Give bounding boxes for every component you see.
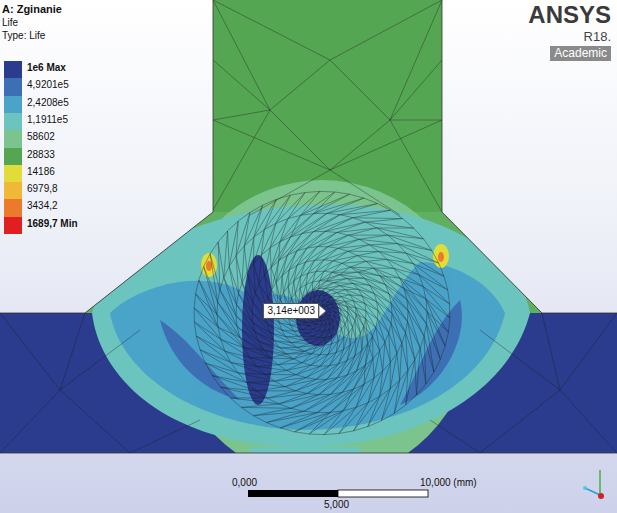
color-swatch	[4, 217, 22, 235]
result-type: Type: Life	[2, 30, 45, 42]
color-swatch	[4, 199, 22, 217]
legend-value: 4,9201e5	[27, 79, 69, 91]
color-swatch	[4, 130, 22, 148]
legend-value: 28833	[27, 149, 55, 161]
result-title: A: Zginanie	[2, 3, 62, 15]
legend-value: 3434,2	[27, 200, 58, 212]
color-swatch	[4, 113, 22, 131]
legend-value: 1,1911e5	[27, 114, 68, 126]
legend-value: 1689,7 Min	[27, 218, 78, 230]
legend-value: 1e6 Max	[27, 62, 66, 74]
color-swatch	[4, 165, 22, 183]
legend-value: 58602	[27, 131, 55, 143]
mesh-ring	[194, 191, 450, 434]
legend-value: 6979,8	[27, 183, 58, 195]
mesh-ring	[252, 247, 392, 380]
mesh-ring	[217, 213, 427, 412]
probe-callout: 3,14e+003	[263, 303, 319, 319]
scale-value: 10,000 (mm)	[420, 477, 477, 489]
license-text: Academic	[550, 46, 611, 61]
color-swatch	[4, 96, 22, 114]
color-swatch	[4, 182, 22, 200]
color-swatch	[4, 148, 22, 166]
scale-value: 5,000	[324, 499, 349, 511]
probe-value: 3,14e+003	[267, 305, 315, 317]
brand-logo: ANSYS	[528, 2, 611, 28]
result-name: Life	[2, 17, 18, 29]
color-swatch	[4, 61, 22, 79]
legend-value: 14186	[27, 166, 55, 178]
color-swatch	[4, 78, 22, 96]
version-text: R18.	[584, 29, 611, 44]
mesh-ring	[266, 260, 378, 366]
scale-value: 0,000	[232, 477, 257, 489]
legend-value: 2,4208e5	[27, 97, 69, 109]
mesh-ring	[236, 231, 408, 394]
